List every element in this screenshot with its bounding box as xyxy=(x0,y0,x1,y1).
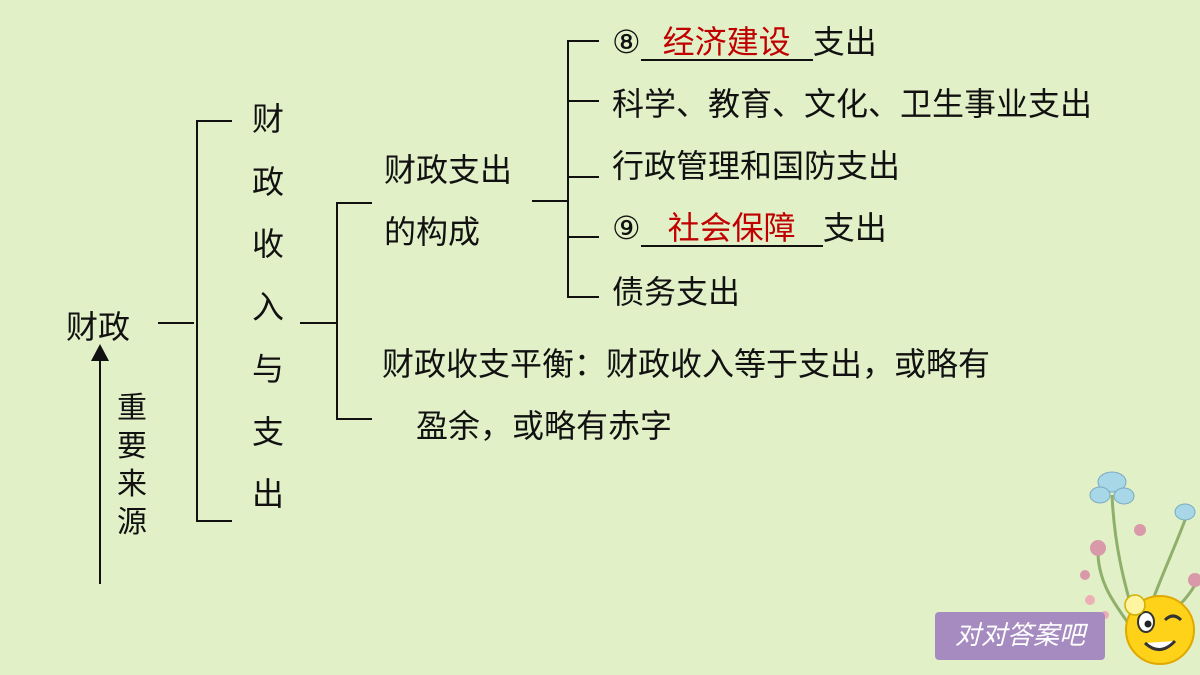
arrow-up-icon xyxy=(91,344,109,361)
check-answers-button[interactable]: 对对答案吧 xyxy=(935,612,1105,660)
bracket-line xyxy=(336,418,372,420)
source-char: 来 xyxy=(117,467,147,502)
item-suffix: 支出 xyxy=(812,23,877,61)
level1-char: 入 xyxy=(251,287,284,326)
bracket-line xyxy=(567,176,599,178)
level1-char: 与 xyxy=(251,350,284,388)
bracket-line xyxy=(567,100,599,102)
bracket-line xyxy=(567,40,599,42)
composition-item-science-education: 科学、教育、文化、卫生事业支出 xyxy=(612,85,1093,123)
connector-line xyxy=(300,322,336,324)
balance-line1: 财政收支平衡：财政收入等于支出，或略有 xyxy=(382,345,991,383)
bracket-line xyxy=(336,202,372,204)
answer-blank: 社会保障 xyxy=(640,211,823,247)
item-number: ⑨ xyxy=(612,209,641,247)
fiscal-income-expenditure-label: 财 政 收 入 与 支 出 xyxy=(248,88,288,526)
bracket-line xyxy=(567,296,599,298)
bracket-line xyxy=(567,236,599,238)
level1-char: 出 xyxy=(251,475,284,513)
composition-item-admin-defense: 行政管理和国防支出 xyxy=(612,147,901,185)
bracket-line xyxy=(196,520,232,522)
level1-char: 支 xyxy=(251,412,284,451)
bracket-line xyxy=(196,120,198,522)
item-suffix: 支出 xyxy=(822,209,887,247)
source-label: 重 要 来 源 xyxy=(112,390,152,542)
item-number: ⑧ xyxy=(612,23,641,61)
bracket-line xyxy=(196,120,232,122)
balance-line2: 盈余，或略有赤字 xyxy=(416,407,673,445)
connector-line xyxy=(158,322,194,324)
composition-item-debt: 债务支出 xyxy=(612,273,741,311)
bracket-line xyxy=(336,202,338,420)
composition-title-line1: 财政支出 xyxy=(384,151,513,189)
source-char: 要 xyxy=(117,429,147,464)
source-char: 重 xyxy=(117,391,147,426)
level1-char: 收 xyxy=(251,225,284,263)
source-char: 源 xyxy=(117,505,147,540)
answer-blank: 经济建设 xyxy=(640,25,813,61)
level1-char: 政 xyxy=(251,162,284,201)
level1-char: 财 xyxy=(251,100,284,138)
bracket-line xyxy=(567,40,569,298)
connector-line xyxy=(532,200,568,202)
root-node-label: 财政 xyxy=(66,308,131,346)
source-arrow-shaft xyxy=(99,358,101,584)
composition-title-line2: 的构成 xyxy=(384,213,481,251)
